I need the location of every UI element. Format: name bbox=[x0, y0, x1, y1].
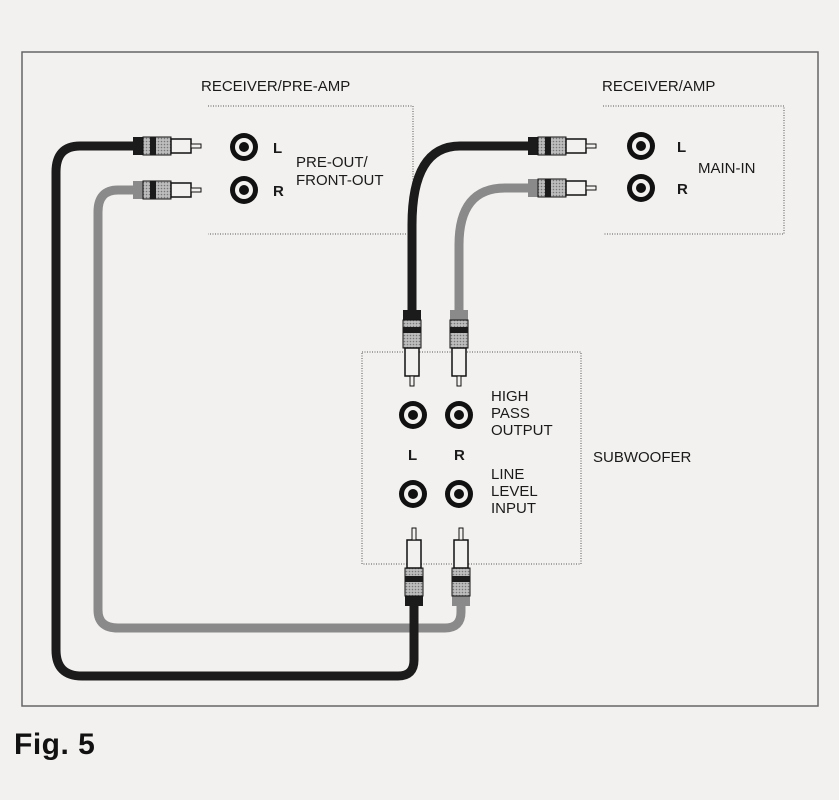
sub-linein-left-jack bbox=[399, 480, 427, 508]
amp-left-label: L bbox=[677, 139, 686, 156]
plug-amp-right bbox=[528, 178, 597, 198]
plug-sub-linein-left bbox=[404, 527, 424, 606]
preamp-right-label: R bbox=[273, 183, 284, 200]
receiver-preamp-panel: RECEIVER/PRE-AMP L R PRE-OUT/ FRONT-OUT bbox=[201, 78, 414, 235]
sub-linein-right-jack bbox=[445, 480, 473, 508]
amp-right-label: R bbox=[677, 181, 688, 198]
sub-highpass-right-jack bbox=[445, 401, 473, 429]
amp-input-label: MAIN-IN bbox=[698, 160, 756, 177]
subwoofer-title: SUBWOOFER bbox=[593, 449, 692, 466]
receiver-amp-panel: RECEIVER/AMP L R MAIN-IN bbox=[602, 78, 785, 235]
sub-highpass-left-jack bbox=[399, 401, 427, 429]
sub-highpass-label-1: HIGH bbox=[491, 388, 529, 405]
preamp-right-jack bbox=[230, 176, 258, 204]
amp-right-jack bbox=[627, 174, 655, 202]
sub-linein-label-2: LEVEL bbox=[491, 483, 538, 500]
plug-sub-highpass-right bbox=[449, 310, 469, 387]
cable-sub-right-to-amp bbox=[454, 183, 530, 312]
plug-preamp-left bbox=[133, 136, 202, 156]
sub-left-label: L bbox=[408, 447, 417, 464]
sub-linein-label-3: INPUT bbox=[491, 500, 536, 517]
amp-left-jack bbox=[627, 132, 655, 160]
sub-highpass-label-3: OUTPUT bbox=[491, 422, 553, 439]
cable-sub-left-to-amp bbox=[407, 141, 530, 312]
preamp-left-label: L bbox=[273, 140, 282, 157]
preamp-output-label-1: PRE-OUT/ bbox=[296, 154, 369, 171]
diagram-frame bbox=[21, 51, 819, 707]
plug-sub-linein-right bbox=[451, 527, 471, 606]
cable-preamp-left-to-sub bbox=[51, 141, 419, 681]
plug-preamp-right bbox=[133, 180, 202, 200]
sub-highpass-label-2: PASS bbox=[491, 405, 530, 422]
receiver-preamp-title: RECEIVER/PRE-AMP bbox=[201, 78, 350, 95]
preamp-left-jack bbox=[230, 133, 258, 161]
sub-linein-label-1: LINE bbox=[491, 466, 524, 483]
sub-right-label: R bbox=[454, 447, 465, 464]
preamp-output-label-2: FRONT-OUT bbox=[296, 172, 384, 189]
subwoofer-panel: SUBWOOFER HIGH PASS OUTPUT L R LINE LEVE… bbox=[361, 351, 692, 565]
plug-sub-highpass-left bbox=[402, 310, 422, 387]
receiver-amp-title: RECEIVER/AMP bbox=[602, 78, 715, 95]
figure-caption: Fig. 5 bbox=[14, 728, 96, 761]
cable-preamp-right-to-sub bbox=[93, 185, 466, 633]
plug-amp-left bbox=[528, 136, 597, 156]
